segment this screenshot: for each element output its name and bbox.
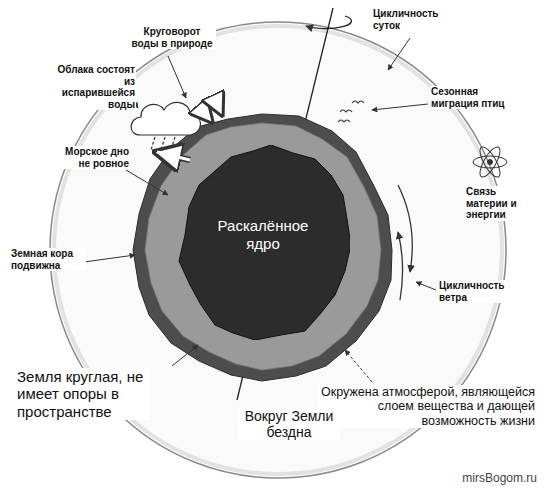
earth-crust (133, 114, 392, 381)
leader-lines (84, 38, 436, 382)
callout-label: Круговорот воды в природе (128, 26, 216, 49)
watermark: mirsBogom.ru (436, 472, 538, 486)
callout-label: Облака состоят из испарившейся воды (48, 64, 136, 110)
evaporation-arrow (155, 152, 190, 160)
core-region: Раскалённое ядро (175, 145, 350, 340)
callout-label: Морское дно не ровное (56, 146, 130, 169)
statement-label: Окружена атмосферой, являющейся слоем ве… (318, 385, 536, 428)
callout-label: Цикличность ветра (438, 280, 516, 303)
core-outline (179, 145, 350, 340)
atom-icon (473, 144, 507, 179)
core-label: Раскалённое ядро (203, 217, 323, 253)
callout-label: Связь материи и энергии (465, 186, 527, 221)
statement-label: Земля круглая, не имеет опоры в простран… (16, 368, 150, 420)
wind-arrow (398, 232, 403, 300)
earth-mantle (145, 123, 381, 370)
statement-label: Вокруг Земли бездна (238, 408, 340, 440)
callout-label: Сезонная миграция птиц (430, 86, 516, 109)
evaporation-arrow-fill (157, 152, 190, 160)
wind-arrow (398, 185, 412, 272)
rain-arrow (215, 100, 222, 115)
rain-arrow (200, 108, 212, 122)
callout-label: Земная кора подвижна (10, 248, 86, 271)
cloud-icon (131, 102, 200, 150)
callout-label: Цикличность суток (372, 8, 450, 31)
birds-icon (338, 101, 364, 122)
rotation-arrow (306, 16, 351, 29)
